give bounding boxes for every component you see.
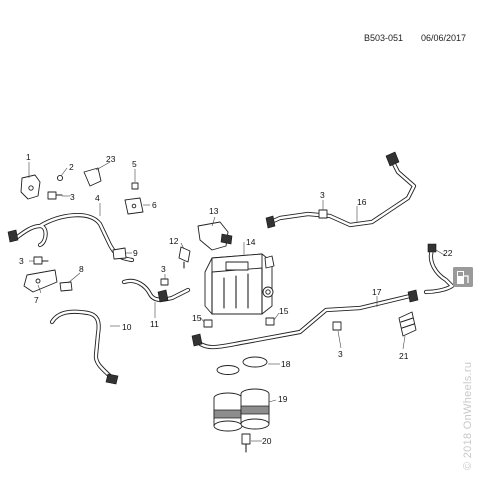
callout-16: 16 (357, 197, 367, 207)
callout-3-a: 3 (70, 192, 75, 202)
part-13-bracket[interactable] (197, 221, 233, 251)
part-23-clip[interactable] (83, 167, 102, 187)
part-1-bracket[interactable] (20, 174, 41, 200)
callout-3-b: 3 (320, 190, 325, 200)
part-15-stud-right[interactable] (265, 317, 275, 326)
callout-23: 23 (106, 154, 116, 164)
callout-6: 6 (152, 200, 157, 210)
part-18-o-ring[interactable] (216, 365, 240, 375)
part-12-sensor[interactable] (178, 246, 191, 269)
callout-18: 18 (281, 359, 291, 369)
part-3-screw-a[interactable] (47, 191, 63, 200)
part-9-connector[interactable] (112, 247, 127, 260)
diagram-date: 06/06/2017 (421, 33, 467, 43)
callout-17: 17 (372, 287, 382, 297)
callout-5: 5 (132, 159, 137, 169)
callout-10: 10 (122, 322, 132, 332)
part-14-filter-housing[interactable] (204, 253, 275, 315)
part-6-bracket[interactable] (124, 197, 144, 215)
diagram-code: B503-051 (364, 33, 404, 43)
callout-3-c: 3 (19, 256, 24, 266)
part-21-clip-set[interactable] (398, 311, 417, 337)
leader-lines (28, 161, 447, 442)
part-7-bracket[interactable] (23, 269, 58, 293)
part-3-screw-d[interactable] (318, 209, 328, 219)
part-15-stud-left[interactable] (203, 319, 213, 328)
part-3-screw-c[interactable] (160, 278, 169, 286)
callout-19: 19 (278, 394, 288, 404)
part-2-nut[interactable] (56, 174, 64, 182)
part-19-filter-element-right[interactable] (240, 388, 270, 430)
callout-21: 21 (399, 351, 409, 361)
part-19-filter-element-left[interactable] (213, 392, 243, 432)
callout-14: 14 (246, 237, 256, 247)
callout-11: 11 (150, 319, 159, 329)
part-10-fuel-pipe[interactable] (49, 309, 119, 385)
callout-7: 7 (34, 295, 39, 305)
callout-13: 13 (209, 206, 219, 216)
callout-4: 4 (95, 193, 100, 203)
callout-15-left: 15 (192, 313, 202, 323)
part-3-screw-b[interactable] (33, 256, 49, 265)
callout-labels: 1 2 3 4 5 6 7 8 9 10 11 12 13 14 15 15 1… (19, 152, 453, 446)
callout-3-e: 3 (338, 349, 343, 359)
callout-12: 12 (169, 236, 179, 246)
part-17-fuel-pipe[interactable] (191, 289, 419, 350)
part-16-fuel-pipe[interactable] (265, 151, 417, 229)
callout-20: 20 (262, 436, 272, 446)
callout-8: 8 (79, 264, 84, 274)
callout-1: 1 (26, 152, 31, 162)
callout-9: 9 (133, 248, 138, 258)
part-18-seal-ring[interactable] (242, 356, 268, 368)
callout-15-right: 15 (279, 306, 289, 316)
part-3-screw-e[interactable] (332, 321, 342, 331)
part-8-clip[interactable] (59, 281, 73, 292)
part-20-drain-screw[interactable] (241, 433, 251, 453)
part-22-fuel-pipe[interactable] (423, 243, 455, 295)
callout-22: 22 (443, 248, 453, 258)
part-11-fuel-pipe[interactable] (121, 278, 191, 303)
fuel-station-icon (453, 267, 473, 287)
watermark-text: © 2018 OnWheels.ru (462, 361, 474, 470)
callout-3-d: 3 (161, 264, 166, 274)
callout-2: 2 (69, 162, 74, 172)
part-5-bolt[interactable] (131, 182, 139, 190)
